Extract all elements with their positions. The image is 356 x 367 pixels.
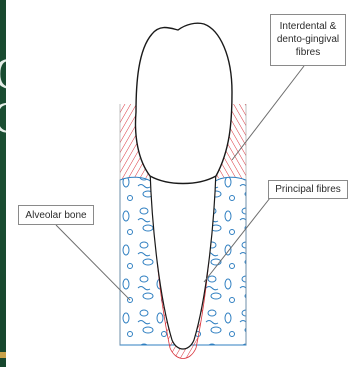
label-principal-fibres: Principal fibres <box>268 180 348 199</box>
label-line: dento-gingival <box>271 33 345 46</box>
label-line: fibres <box>271 46 345 59</box>
label-alveolar-bone: Alveolar bone <box>18 205 94 225</box>
label-interdental-fibres: Interdental & dento-gingival fibres <box>270 14 346 66</box>
leader-line-alveolar <box>56 225 130 300</box>
tooth-crown <box>136 23 232 183</box>
label-line: Interdental & <box>271 20 345 33</box>
